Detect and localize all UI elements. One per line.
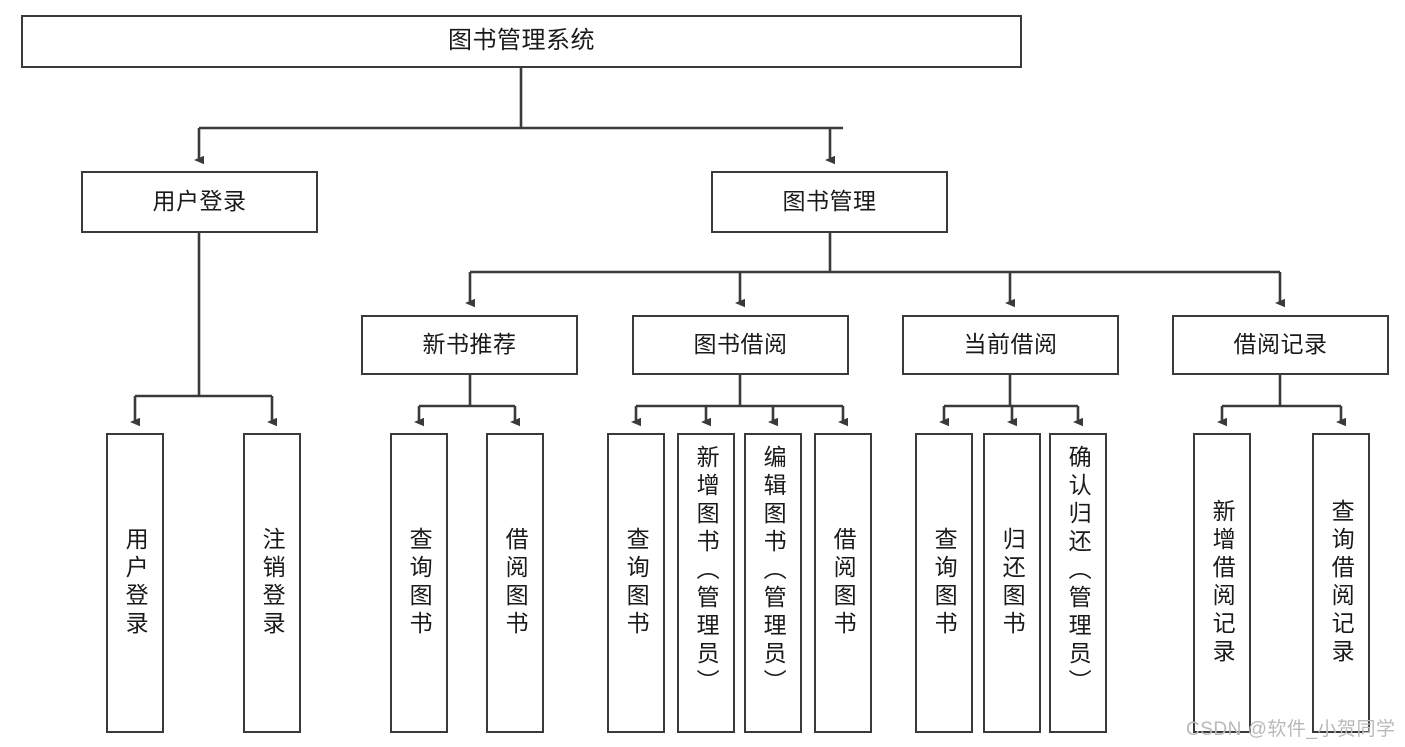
node-leaf-add-book[interactable]: 新增图书（管理员） xyxy=(677,433,735,733)
node-borrow-record[interactable]: 借阅记录 xyxy=(1172,315,1389,375)
node-leaf-query-book-2[interactable]: 查询图书 xyxy=(607,433,665,733)
node-root-label: 图书管理系统 xyxy=(448,27,595,55)
node-leaf-add-record-label: 新增借阅记录 xyxy=(1209,499,1236,667)
node-leaf-query-book-1[interactable]: 查询图书 xyxy=(390,433,448,733)
node-root[interactable]: 图书管理系统 xyxy=(21,15,1022,68)
node-leaf-return-book-label: 归还图书 xyxy=(999,527,1026,639)
node-book-manage-label: 图书管理 xyxy=(782,188,877,215)
node-leaf-return-book[interactable]: 归还图书 xyxy=(983,433,1041,733)
watermark: CSDN @软件_小贺同学 xyxy=(1186,719,1396,740)
node-leaf-query-record-label: 查询借阅记录 xyxy=(1328,499,1355,667)
node-user-login[interactable]: 用户登录 xyxy=(81,171,318,233)
node-current-borrow-label: 当前借阅 xyxy=(963,331,1058,358)
node-leaf-query-book-2-label: 查询图书 xyxy=(623,527,650,639)
node-leaf-edit-book[interactable]: 编辑图书（管理员） xyxy=(744,433,802,733)
node-leaf-confirm-return[interactable]: 确认归还（管理员） xyxy=(1049,433,1107,733)
node-current-borrow[interactable]: 当前借阅 xyxy=(902,315,1119,375)
node-leaf-query-book-3[interactable]: 查询图书 xyxy=(915,433,973,733)
node-book-borrow[interactable]: 图书借阅 xyxy=(632,315,849,375)
node-leaf-borrow-book-1[interactable]: 借阅图书 xyxy=(486,433,544,733)
node-user-login-label: 用户登录 xyxy=(152,188,247,215)
node-leaf-user-login[interactable]: 用户登录 xyxy=(106,433,164,733)
node-book-borrow-label: 图书借阅 xyxy=(693,331,788,358)
node-leaf-add-record[interactable]: 新增借阅记录 xyxy=(1193,433,1251,733)
node-leaf-logout-label: 注销登录 xyxy=(259,527,286,639)
node-new-book-recommend[interactable]: 新书推荐 xyxy=(361,315,578,375)
node-leaf-query-record[interactable]: 查询借阅记录 xyxy=(1312,433,1370,733)
node-book-manage[interactable]: 图书管理 xyxy=(711,171,948,233)
node-leaf-edit-book-label: 编辑图书（管理员） xyxy=(760,445,787,697)
node-leaf-borrow-book-2-label: 借阅图书 xyxy=(830,527,857,639)
node-leaf-logout[interactable]: 注销登录 xyxy=(243,433,301,733)
node-leaf-borrow-book-1-label: 借阅图书 xyxy=(502,527,529,639)
node-leaf-query-book-3-label: 查询图书 xyxy=(931,527,958,639)
node-leaf-confirm-return-label: 确认归还（管理员） xyxy=(1065,445,1092,697)
node-leaf-query-book-1-label: 查询图书 xyxy=(406,527,433,639)
node-leaf-borrow-book-2[interactable]: 借阅图书 xyxy=(814,433,872,733)
node-new-book-recommend-label: 新书推荐 xyxy=(422,331,517,358)
node-leaf-user-login-label: 用户登录 xyxy=(122,527,149,639)
node-leaf-add-book-label: 新增图书（管理员） xyxy=(693,445,720,697)
node-borrow-record-label: 借阅记录 xyxy=(1233,331,1328,358)
